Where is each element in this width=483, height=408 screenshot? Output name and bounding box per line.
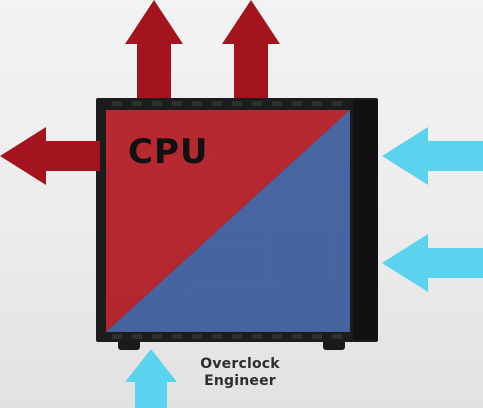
exhaust-arrow-up-icon <box>125 0 183 98</box>
exhaust-arrow-left-icon <box>0 127 100 185</box>
top-vents <box>112 101 342 106</box>
brand-text-line1: Overclock <box>200 356 280 372</box>
exhaust-arrow-up-icon <box>222 0 280 98</box>
brand-text-line2: Engineer <box>204 373 276 389</box>
intake-arrow-left-icon <box>382 127 483 185</box>
pc-case: CPU <box>96 98 378 350</box>
cool-air-zone <box>106 110 350 332</box>
case-front-panel <box>353 100 378 340</box>
intake-arrow-left-icon <box>382 234 483 292</box>
intake-arrow-up-icon <box>125 349 177 408</box>
cpu-label: CPU <box>128 132 208 172</box>
bottom-vents <box>112 334 342 339</box>
